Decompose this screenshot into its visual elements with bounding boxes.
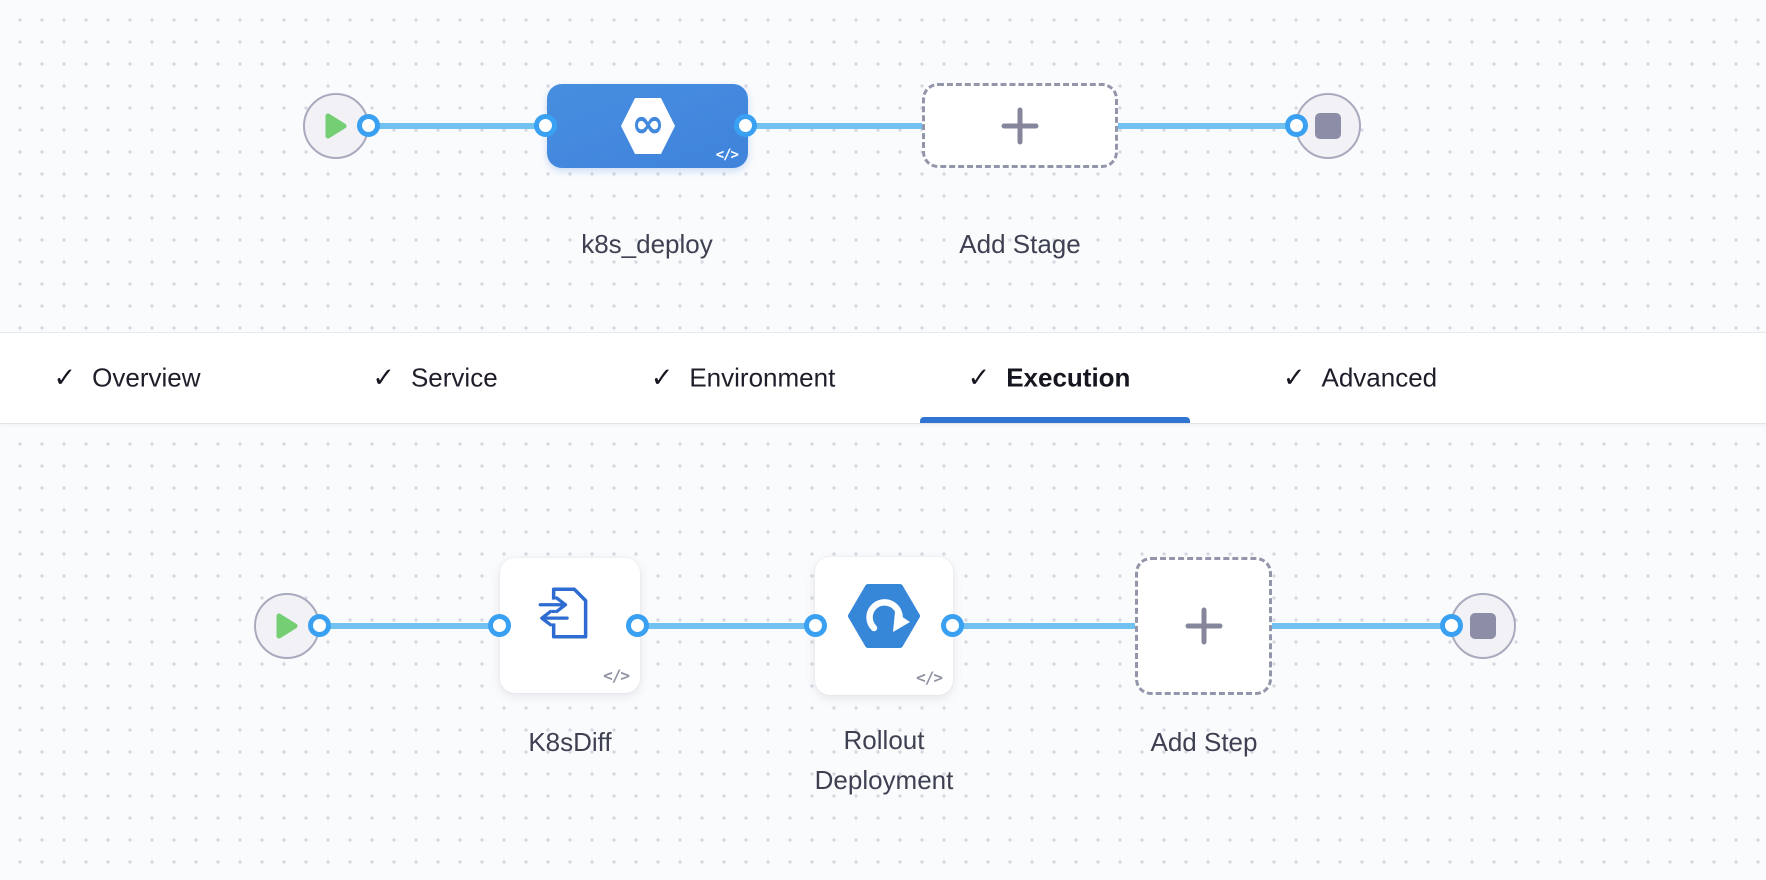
- play-icon: [276, 613, 298, 639]
- infinity-icon: ∞: [631, 100, 665, 147]
- stage-graph-canvas[interactable]: ∞ </> k8s_deploy Add Stage: [0, 0, 1766, 332]
- play-icon: [325, 113, 347, 139]
- stop-icon: [1315, 113, 1341, 139]
- link-port: [308, 614, 331, 637]
- link-port: [804, 614, 827, 637]
- check-icon: ✓: [967, 362, 991, 394]
- step-node-rollout-deployment[interactable]: </>: [815, 557, 953, 695]
- plus-icon: [1185, 607, 1222, 645]
- tab-service[interactable]: ✓ Service: [372, 363, 497, 394]
- code-icon: </>: [916, 668, 943, 687]
- link-port: [941, 614, 964, 637]
- link-port: [357, 114, 380, 137]
- add-step-label: Add Step: [1150, 727, 1258, 757]
- link-port: [534, 114, 557, 137]
- step-label-rollout-deployment: Rollout Deployment: [814, 725, 954, 795]
- tab-advanced[interactable]: ✓ Advanced: [1283, 363, 1437, 394]
- add-stage-label: Add Stage: [959, 229, 1081, 259]
- active-tab-underline: [920, 417, 1190, 423]
- link-port: [1440, 614, 1463, 637]
- link-port: [626, 614, 649, 637]
- stage-node-k8s-deploy[interactable]: ∞ </>: [547, 84, 748, 168]
- pipeline-end-node: [1295, 93, 1361, 159]
- stop-icon: [1470, 613, 1496, 639]
- k8s-diff-icon: [532, 587, 588, 639]
- code-icon: </>: [715, 147, 739, 163]
- add-step-button[interactable]: [1135, 557, 1272, 695]
- code-icon: </>: [603, 666, 630, 685]
- stage-label: k8s_deploy: [581, 229, 713, 259]
- step-label-k8sdiff: K8sDiff: [528, 727, 612, 757]
- rollout-deployment-icon: [848, 584, 920, 648]
- add-stage-button[interactable]: [922, 83, 1118, 168]
- tab-label: Environment: [689, 362, 836, 393]
- tab-label: Overview: [92, 362, 201, 393]
- tab-label: Advanced: [1321, 362, 1438, 393]
- link-port: [734, 114, 757, 137]
- plus-icon: [1001, 107, 1039, 144]
- check-icon: ✓: [372, 362, 395, 394]
- tab-overview[interactable]: ✓ Overview: [54, 363, 201, 394]
- stage-config-tab-bar: ✓ Overview ✓ Service ✓ Environment ✓ Exe…: [0, 332, 1766, 424]
- tab-environment[interactable]: ✓ Environment: [651, 363, 836, 394]
- harness-hexagon-icon: ∞: [621, 98, 675, 154]
- tab-label: Service: [410, 362, 498, 393]
- check-icon: ✓: [53, 362, 77, 394]
- link-port: [1285, 114, 1308, 137]
- stage-edge-line: [369, 123, 1297, 129]
- check-icon: ✓: [1282, 362, 1306, 394]
- check-icon: ✓: [650, 362, 674, 394]
- tab-execution[interactable]: ✓ Execution: [968, 363, 1131, 394]
- tab-label: Execution: [1006, 362, 1131, 393]
- execution-graph-canvas[interactable]: </> K8sDiff </> Rollout Deployment Add S…: [0, 424, 1766, 880]
- step-node-k8sdiff[interactable]: </>: [500, 558, 640, 693]
- link-port: [488, 614, 511, 637]
